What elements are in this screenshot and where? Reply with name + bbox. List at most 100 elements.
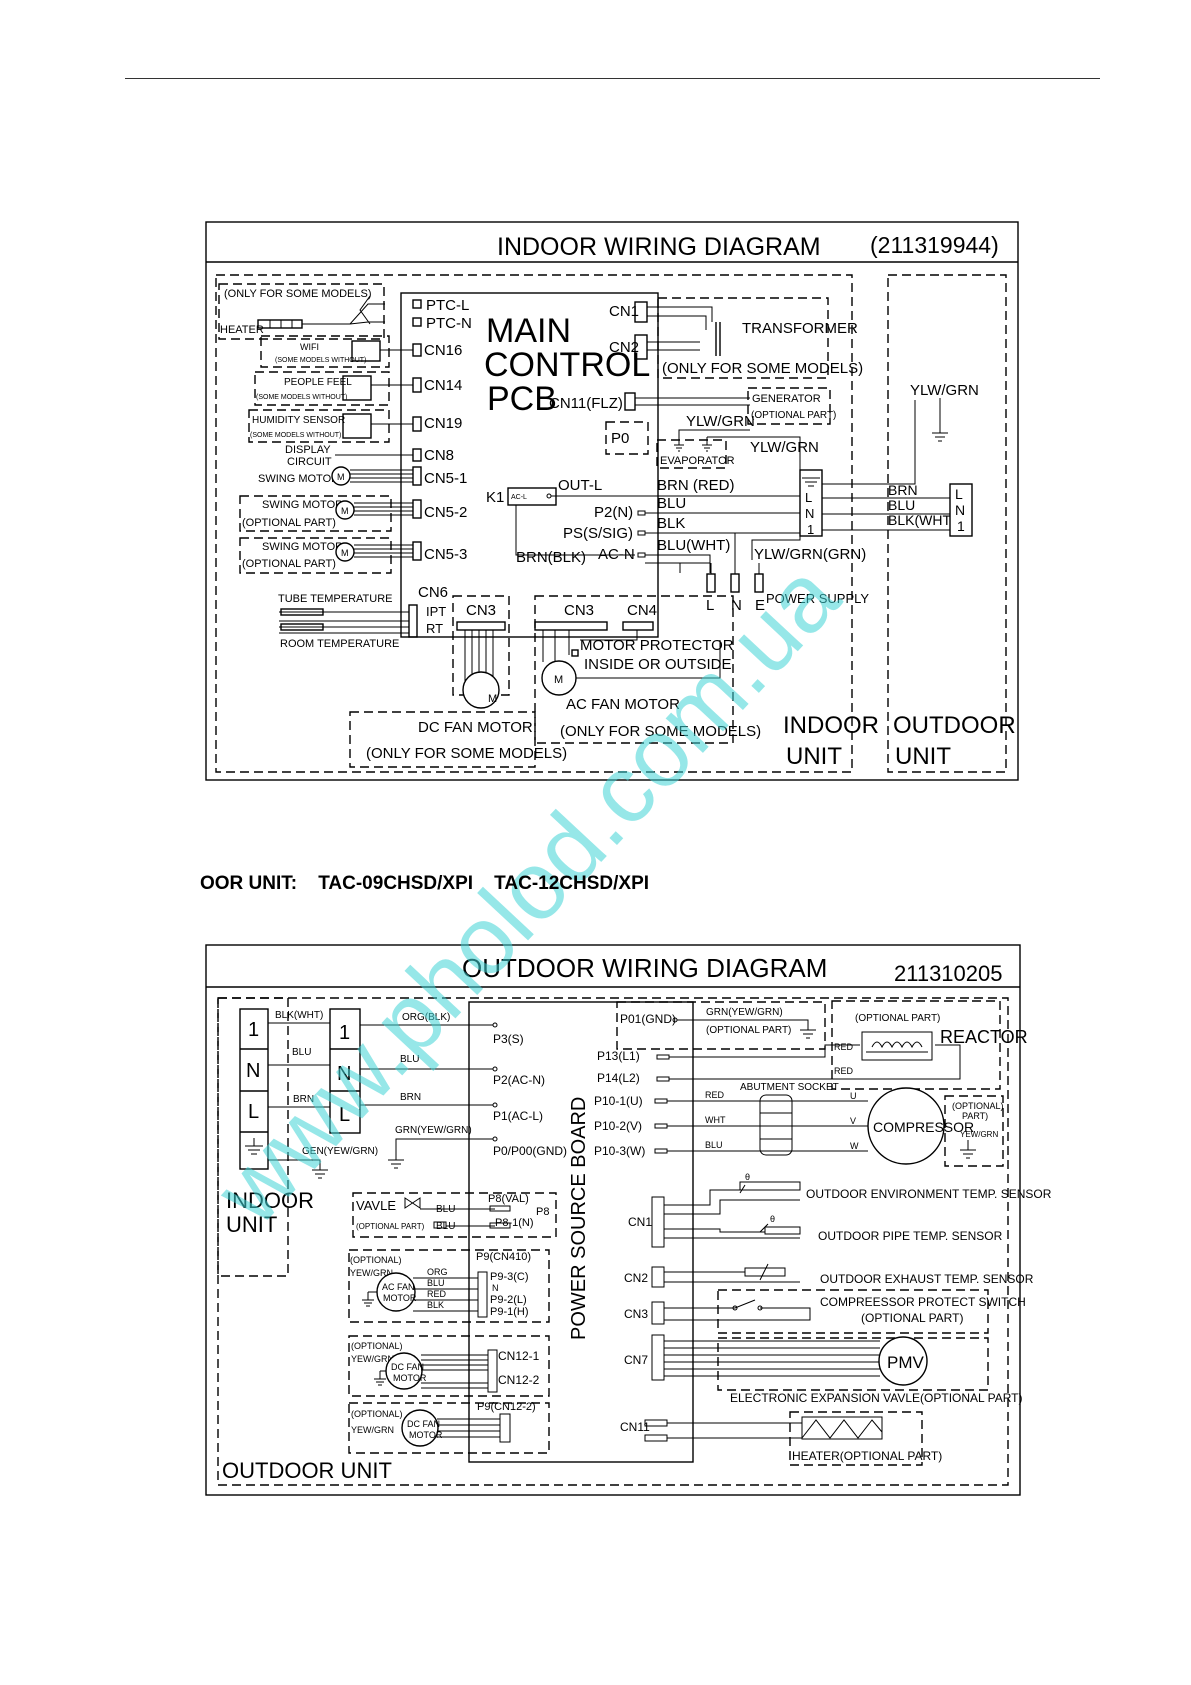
outdoor-unit-label-2: UNIT: [895, 743, 951, 770]
out-terminal-1: 1: [339, 1022, 350, 1044]
dc-fan-motor-label: DC FAN MOTOR: [418, 719, 533, 736]
valve-blu-label-2: BLU: [436, 1221, 455, 1232]
theta-1: θ: [745, 1172, 750, 1182]
out-terminal-n: N: [337, 1063, 351, 1085]
ylw-grn-grn-label: YLW/GRN(GRN): [754, 546, 866, 563]
ac-fan-motor-label: AC FAN MOTOR: [566, 696, 680, 713]
transformer-box: [657, 297, 829, 379]
o-brn-label-1: BRN: [293, 1094, 314, 1105]
outdoor-frame: [205, 944, 1021, 1496]
humidity-note: (SOME MODELS WITHOUT): [250, 432, 341, 439]
k1-label: K1: [486, 489, 504, 506]
reactor-red-2: RED: [834, 1066, 854, 1076]
cn2-label: CN2: [609, 339, 639, 356]
blu-label-1: BLU: [657, 495, 686, 512]
indoor-unit-label-1: INDOOR: [783, 712, 879, 739]
heater-note: (ONLY FOR SOME MODELS): [224, 288, 372, 300]
p0-label: P0: [611, 430, 629, 447]
cn1-label: CN1: [609, 303, 639, 320]
power-n-label: N: [731, 597, 742, 614]
valve-blu-label-1: BLU: [436, 1204, 455, 1215]
p9cn410-label: P9(CN410): [476, 1251, 531, 1263]
valve-label: VAVLE: [356, 1198, 396, 1213]
power-l-label: L: [706, 597, 714, 614]
transformer-label: TRANSFORMER: [742, 320, 858, 337]
indoor-terminal-1: 1: [807, 522, 814, 537]
power-source-board: [468, 1001, 694, 1463]
indoor-terminal-l: L: [805, 490, 812, 505]
comp-blu: BLU: [705, 1140, 723, 1150]
cn5-1-label: CN5-1: [424, 470, 467, 487]
brn-red-label: BRN (RED): [657, 477, 735, 494]
o-cn2-label: CN2: [624, 1271, 648, 1285]
compressor-circle: [867, 1087, 945, 1165]
comp-switch-note: (OPTIONAL PART): [861, 1311, 963, 1325]
swing-motor-label-2: SWING MOTOR: [262, 499, 343, 511]
brn-label-2: BRN: [888, 482, 918, 498]
p102-label: P10-2(V): [594, 1119, 642, 1133]
indoor-unit-label-2: UNIT: [786, 743, 842, 770]
indoor-unit-boundary: [215, 274, 853, 773]
dcfan2-yewgrn-label: YEW/GRN: [351, 1425, 394, 1435]
theta-2: θ: [770, 1214, 775, 1224]
main-label-2: CONTROL: [484, 346, 650, 384]
evaporator-label: EVAPORATOR: [660, 455, 735, 467]
blk-wht-label: BLK(WHT): [888, 512, 956, 528]
acfan-yewgrn-label: YEW/GRN: [350, 1268, 393, 1278]
exhaust-sensor-label: OUTDOOR EXHAUST TEMP. SENSOR: [820, 1272, 1034, 1286]
outdoor-unit-heading: OOR UNIT: TAC-09CHSD/XPI TAC-12CHSD/XPI: [200, 873, 650, 894]
outdoor-terminal-1: 1: [957, 518, 965, 534]
swing-motor-icon-3: M: [341, 548, 349, 558]
ylw-grn-label-1: YLW/GRN: [686, 413, 755, 430]
p13-label: P13(L1): [597, 1049, 640, 1063]
o-cn7-label: CN7: [624, 1353, 648, 1367]
outdoor-indoor-unit-label-1: INDOOR: [226, 1188, 314, 1213]
indoor-code: (211319944): [870, 232, 999, 258]
main-label-3: PCB: [487, 380, 557, 418]
display-label-1: DISPLAY: [285, 444, 331, 456]
in-terminal-n: N: [246, 1060, 260, 1082]
dc-fan-note: (ONLY FOR SOME MODELS): [366, 745, 567, 762]
acfan-blu: BLU: [427, 1278, 445, 1288]
wifi-label: WIFI: [300, 342, 319, 352]
pipe-sensor-label: OUTDOOR PIPE TEMP. SENSOR: [818, 1229, 1003, 1243]
dc-fan-motor-icon: M: [488, 693, 497, 705]
comp-gnd-optional: (OPTIONAL): [952, 1101, 1004, 1111]
p91h-label: P9-1(H): [490, 1306, 529, 1318]
dc-fan1-motor-text: MOTOR: [393, 1373, 427, 1383]
swing-motor-label-3: SWING MOTOR: [262, 541, 343, 553]
outdoor-title: OUTDOOR WIRING DIAGRAM: [462, 953, 827, 983]
ps-label: PS(S/SIG): [563, 525, 633, 542]
heater-optional-box: [218, 283, 385, 340]
swing-motor-icon-1: M: [337, 472, 345, 482]
swing-motor-note-3: (OPTIONAL PART): [242, 558, 336, 570]
power-e-label: E: [755, 597, 765, 614]
p01-note: (OPTIONAL PART): [706, 1025, 791, 1036]
pmv-circle: [878, 1336, 928, 1386]
ac-fan-note: (ONLY FOR SOME MODELS): [560, 723, 761, 740]
comp-wht: WHT: [705, 1115, 726, 1125]
cn5-3-label: CN5-3: [424, 546, 467, 563]
ylw-grn-label-2: YLW/GRN: [750, 439, 819, 456]
o-blu-label-1: BLU: [292, 1047, 311, 1058]
main-label-1: MAIN: [486, 312, 571, 350]
p93c-label: P9-3(C): [490, 1271, 529, 1283]
swing-motor-note-2: (OPTIONAL PART): [242, 517, 336, 529]
cn14-label: CN14: [424, 377, 462, 394]
generator-note: (OPTIONAL PART): [751, 410, 836, 421]
cn5-2-label: CN5-2: [424, 504, 467, 521]
outdoor-unit-boundary: [887, 274, 1007, 773]
outdoor-terminal-n: N: [955, 502, 965, 518]
o-blu-label-2: BLU: [400, 1054, 419, 1065]
acfan-optional-label: (OPTIONAL): [350, 1255, 402, 1265]
in-terminal-l: L: [248, 1101, 259, 1123]
ac-n-label: AC-N: [598, 546, 635, 563]
p101-label: P10-1(U): [594, 1094, 643, 1108]
comp-v: V: [850, 1116, 856, 1126]
ptc-n-label: PTC-N: [426, 315, 472, 332]
p01gnd-label: P01(GND): [620, 1012, 676, 1026]
cn4-label: CN4: [627, 602, 657, 619]
cn8-label: CN8: [424, 447, 454, 464]
